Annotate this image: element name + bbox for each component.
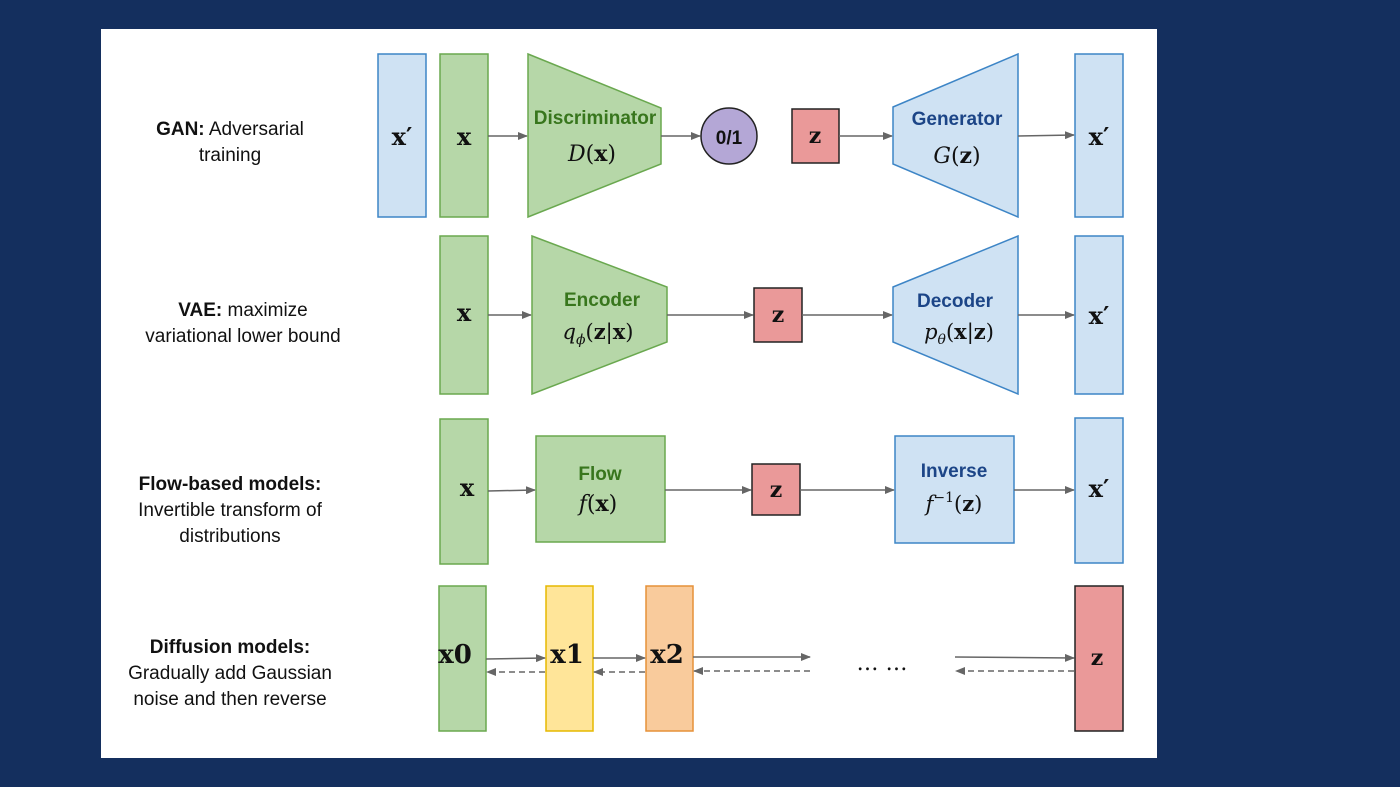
diffusion-x1-label: x1 [550,640,584,670]
vae-z-block [753,287,803,343]
vae-title-line2: variational lower bound [145,326,340,347]
discriminator-math: D(x) [567,141,616,167]
generator-label: Generator [912,109,1003,130]
diffusion-forward-arrow-0-1 [485,654,546,663]
flow-title-line3: distributions [179,526,280,547]
inverse-math: f−1(z) [924,490,983,516]
diffusion-x1-block [545,585,594,732]
diffusion-row: Diffusion models: Gradually add Gaussian… [128,585,1124,732]
generator-math: G(z) [933,143,980,169]
vae-title-rest: maximize [222,300,308,321]
vae-x-block [439,235,489,395]
diffusion-x2-label: x2 [650,640,684,670]
gan-z-label: z [809,123,822,149]
diffusion-z-label: z [1091,645,1104,671]
decoder-label: Decoder [917,291,994,312]
diffusion-x0-block [438,585,487,732]
inverse-block [894,435,1015,544]
encoder-math: qϕ(z|x) [563,319,634,348]
gan-x-block [439,53,489,218]
diffusion-x2-block [645,585,694,732]
flow-x-block [439,418,489,565]
flow-row: Flow-based models: Invertible transform … [138,417,1124,565]
flow-z-label: z [770,477,783,503]
diffusion-x0-base: x0 [438,640,472,670]
gan-x-prime-input-label: x′ [392,122,413,151]
vae-title-line1: VAE: maximize [178,300,308,321]
flow-title-line2: Invertible transform of [138,500,322,521]
flow-label: Flow [578,464,621,485]
generator-trapezoid [892,52,1019,219]
inverse-label: Inverse [921,461,988,482]
diffusion-ellipsis: … … [857,651,908,676]
gan-x-label: x [457,122,472,151]
decoder-math: pθ(x|z) [924,319,994,348]
encoder-trapezoid [531,234,668,396]
discriminator-output-circle [700,107,758,165]
gan-title-line2: training [199,145,261,166]
flow-arrow-x-to-flow [487,486,536,495]
gan-x-prime-output-label: x′ [1089,122,1110,151]
diffusion-z-block [1074,585,1124,732]
decoder-trapezoid [892,234,1019,396]
vae-row: VAE: maximize variational lower bound x … [145,234,1124,396]
flow-x-label: x [460,473,475,502]
gan-row: GAN: Adversarial training x′ x Discrimin… [156,52,1124,219]
vae-x-label: x [457,298,472,327]
discriminator-trapezoid [527,52,662,219]
gan-arrow-generator-to-output [1017,131,1075,140]
gan-title-rest: Adversarial [205,119,304,140]
encoder-label: Encoder [564,290,641,311]
diffusion-title-line3: noise and then reverse [133,689,326,710]
gan-x-prime-input-block [377,53,427,218]
vae-x-prime-output-block [1074,235,1124,395]
flow-title-bold: Flow-based models: [139,474,322,495]
gan-title-line1: GAN: Adversarial [156,119,304,140]
discriminator-output-label: 0/1 [716,128,743,149]
flow-x-prime-output-block [1074,417,1124,564]
diffusion-forward-arrow-in-z [954,653,1075,662]
flow-math: f(x) [577,491,617,517]
diffusion-title-line2: Gradually add Gaussian [128,663,332,684]
vae-x-prime-output-label: x′ [1089,301,1110,330]
diffusion-x0-label: x0 [438,640,472,670]
flow-block [535,435,666,543]
diffusion-title-bold: Diffusion models: [150,637,310,658]
vae-z-label: z [772,302,785,328]
gan-title-bold: GAN: [156,119,205,140]
discriminator-label: Discriminator [534,108,657,129]
vae-title-bold: VAE: [178,300,222,321]
flow-x-prime-output-label: x′ [1089,474,1110,503]
gan-x-prime-output-block [1074,53,1124,218]
